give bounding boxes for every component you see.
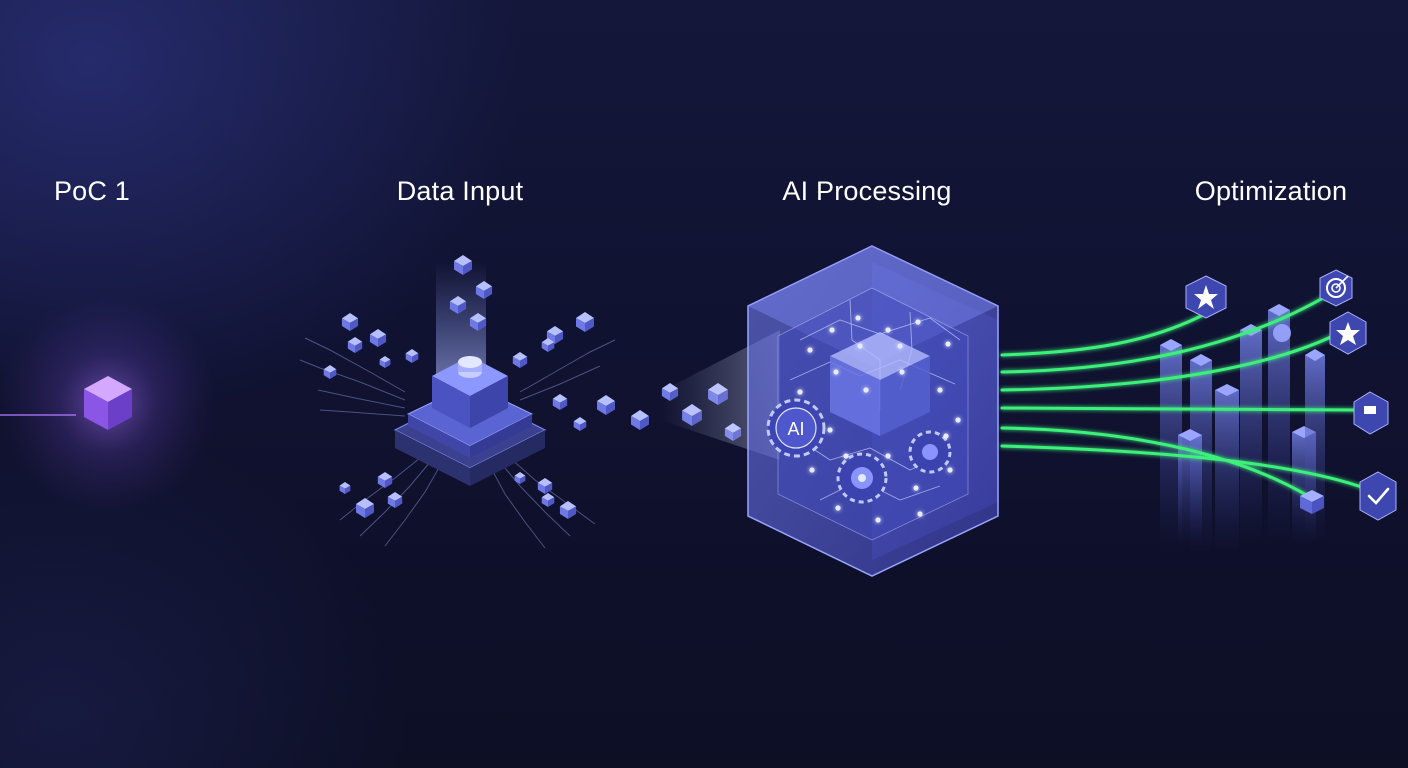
- optimization-bars: [1160, 304, 1325, 550]
- data-particle: [514, 472, 526, 484]
- data-particle: [347, 337, 363, 353]
- data-particle: [552, 394, 568, 410]
- output-flows: [1000, 286, 1372, 499]
- data-particle: [356, 498, 374, 518]
- data-particle: [597, 395, 615, 415]
- optimization-bar-top: [1268, 304, 1290, 316]
- optimization-node: [1000, 269, 1397, 550]
- stage-label-data-input: Data Input: [396, 176, 524, 206]
- processor-node: [937, 387, 943, 393]
- star-icon: [1185, 275, 1227, 319]
- data-particle: [339, 482, 351, 494]
- stage-label-optimization: Optimization: [1194, 176, 1348, 206]
- optimization-bar-top: [1190, 354, 1212, 366]
- ai-processor-icon: AI: [747, 245, 999, 577]
- optimization-bar-top: [1160, 339, 1182, 351]
- processor-node: [897, 343, 903, 349]
- processor-node: [807, 347, 813, 353]
- check-icon: [1359, 471, 1397, 521]
- processor-node: [829, 327, 835, 333]
- poc-node: [0, 294, 218, 514]
- processor-node: [833, 369, 839, 375]
- data-particle: [631, 410, 649, 430]
- processor-node: [955, 417, 961, 423]
- optimization-bar-top: [1305, 349, 1325, 361]
- data-particles: [323, 255, 742, 519]
- data-particle: [559, 501, 577, 519]
- stage-label-poc: PoC 1: [53, 176, 131, 206]
- data-particle: [369, 329, 387, 347]
- processor-node: [943, 433, 949, 439]
- processor-node: [915, 319, 921, 325]
- ai-chip-label: AI: [787, 419, 804, 439]
- gear-bottom: [836, 452, 888, 504]
- data-particle: [475, 281, 493, 299]
- data-particle: [576, 312, 594, 332]
- processor-node: [827, 427, 833, 433]
- processor-node: [863, 387, 869, 393]
- data-particle: [469, 313, 487, 331]
- optimization-bar: [1215, 390, 1239, 550]
- optimization-bar-top: [1215, 384, 1239, 396]
- processor-node: [917, 511, 923, 517]
- data-particle: [341, 313, 359, 331]
- optimization-bar-top: [1178, 429, 1202, 441]
- processor-nodes: [797, 315, 961, 523]
- processor-node: [947, 467, 953, 473]
- gear-right: [908, 430, 952, 474]
- processor-node: [809, 467, 815, 473]
- data-particle: [377, 472, 393, 488]
- processor-node: [945, 341, 951, 347]
- processor-node: [797, 389, 803, 395]
- optimization-bar: [1268, 310, 1290, 540]
- data-particle: [541, 493, 555, 507]
- data-particle: [512, 352, 528, 368]
- data-particle: [454, 255, 472, 275]
- small-cube-icon: [1300, 490, 1324, 514]
- data-particle: [387, 492, 403, 508]
- data-particle: [541, 338, 555, 352]
- processor-node: [857, 343, 863, 349]
- processor-node: [875, 517, 881, 523]
- data-particle: [546, 326, 564, 344]
- data-particle: [323, 365, 337, 379]
- processor-node: [843, 453, 849, 459]
- processor-node: [885, 327, 891, 333]
- flag-icon: [1353, 391, 1389, 435]
- data-particle: [379, 356, 391, 368]
- processor-node: [855, 315, 861, 321]
- data-particle: [537, 478, 553, 494]
- processor-node: [835, 505, 841, 511]
- cube-icon: [84, 376, 132, 430]
- data-chip-icon: [393, 356, 547, 486]
- data-particle: [449, 296, 467, 314]
- processor-node: [913, 485, 919, 491]
- optimization-bar: [1240, 330, 1262, 540]
- data-particle: [573, 417, 587, 431]
- data-input-node: [299, 262, 616, 549]
- target-icon: [1319, 269, 1353, 307]
- gear-large: AI: [766, 398, 826, 458]
- stage-label-ai-processing: AI Processing: [782, 176, 952, 206]
- star-icon: [1329, 311, 1367, 355]
- flow-node: [1273, 324, 1291, 342]
- processor-node: [885, 453, 891, 459]
- processor-node: [899, 369, 905, 375]
- data-particle: [405, 349, 419, 363]
